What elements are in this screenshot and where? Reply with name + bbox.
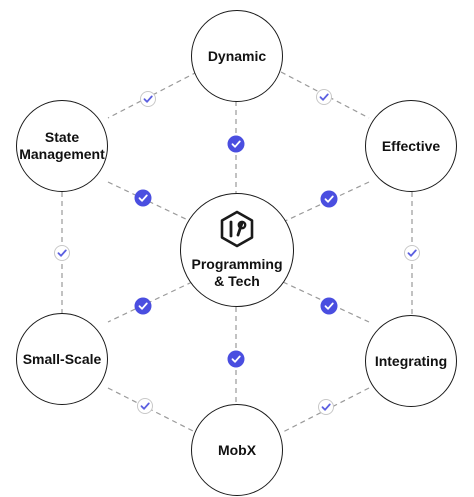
node-dynamic: Dynamic [191, 10, 283, 102]
node-small-scale: Small-Scale [16, 313, 108, 405]
check-circle-outline-icon [140, 91, 156, 107]
check-circle-outline-icon [404, 245, 420, 261]
check-circle-outline-icon [54, 245, 70, 261]
node-effective: Effective [365, 100, 457, 192]
center-label-line2: & Tech [214, 273, 260, 289]
connector-line [107, 71, 198, 119]
node-integrating-label: Integrating [374, 352, 448, 369]
check-circle-filled-icon [320, 297, 338, 315]
node-state-management: State Management [16, 100, 108, 192]
check-circle-filled-icon [134, 297, 152, 315]
node-dynamic-label: Dynamic [207, 47, 267, 64]
node-state-management-label: State Management [19, 129, 105, 162]
node-center: Programming & Tech [180, 193, 294, 307]
check-circle-outline-icon [137, 398, 153, 414]
check-circle-filled-icon [227, 135, 245, 153]
connector-line [107, 387, 198, 434]
node-small-scale-label: Small-Scale [22, 350, 102, 367]
node-mobx-label: MobX [217, 441, 257, 458]
check-circle-filled-icon [320, 190, 338, 208]
check-circle-outline-icon [316, 89, 332, 105]
check-circle-filled-icon [227, 350, 245, 368]
node-integrating: Integrating [365, 315, 457, 407]
hexagon-logo-icon [218, 210, 256, 252]
node-mobx: MobX [191, 404, 283, 496]
check-circle-outline-icon [318, 399, 334, 415]
center-label-line1: Programming [191, 256, 283, 272]
check-circle-filled-icon [134, 189, 152, 207]
node-effective-label: Effective [381, 137, 441, 154]
